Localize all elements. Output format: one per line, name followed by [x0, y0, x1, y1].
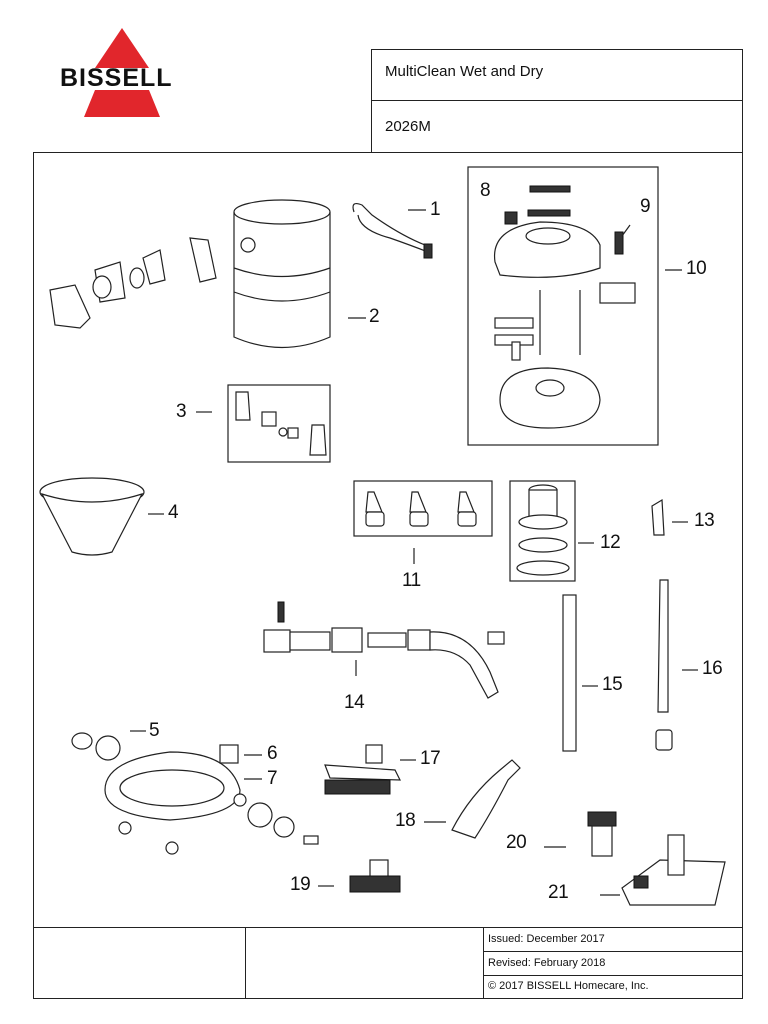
diagram-frame: [33, 152, 743, 999]
part-label-10: 10: [686, 258, 707, 279]
bissell-logo-triangle: [84, 28, 160, 117]
part-label-20: 20: [506, 832, 527, 853]
part-label-2: 2: [369, 306, 380, 327]
filter-bag-art: [39, 477, 145, 556]
part-label-1: 1: [430, 199, 441, 220]
part-label-17: 17: [420, 748, 441, 769]
part-label-13: 13: [694, 510, 715, 531]
motor-head-art: [493, 185, 636, 429]
part-label-12: 12: [600, 532, 621, 553]
hose-art: [263, 601, 505, 699]
part-label-7: 7: [267, 768, 278, 789]
base-art: [71, 732, 319, 855]
revised-date: Revised: February 2018: [488, 957, 606, 969]
cord-art: [352, 202, 433, 259]
inlet-parts-art: [49, 237, 217, 329]
part-label-11: 11: [402, 570, 421, 591]
part-label-21: 21: [548, 882, 569, 903]
copyright: © 2017 BISSELL Homecare, Inc.: [488, 980, 649, 992]
upholstery-nozzle-art: [451, 759, 521, 839]
extension-tube-art: [562, 594, 577, 752]
part-label-3: 3: [176, 401, 187, 422]
issued-date: Issued: December 2017: [488, 933, 605, 945]
floor-tool-art: [324, 744, 401, 795]
crevice-art: [651, 498, 665, 536]
footer-row-rule-1: [483, 951, 743, 952]
footer-divider-1: [245, 927, 246, 999]
nozzles-art: [365, 491, 477, 527]
part-label-16: 16: [702, 658, 723, 679]
filter-cartridge-art: [516, 484, 570, 576]
model-number: 2026M: [385, 118, 431, 135]
part-label-6: 6: [267, 743, 278, 764]
wand-art: [655, 579, 673, 751]
part-label-19: 19: [290, 874, 311, 895]
part-label-15: 15: [602, 674, 623, 695]
part-label-18: 18: [395, 810, 416, 831]
part-label-5: 5: [149, 720, 160, 741]
floor-head-art: [621, 834, 726, 906]
footer-divider-2: [483, 927, 484, 999]
filter-latch-art: [235, 391, 327, 456]
drum-art: [233, 199, 331, 349]
part-label-9: 9: [640, 196, 651, 217]
part-label-8: 8: [480, 180, 491, 201]
bissell-logo-text: BISSELL: [60, 64, 173, 92]
part-label-14: 14: [344, 692, 365, 713]
footer-row-rule-2: [483, 975, 743, 976]
part-label-4: 4: [168, 502, 179, 523]
product-name: MultiClean Wet and Dry: [385, 63, 544, 80]
brush-art: [349, 859, 401, 893]
footer-top-rule: [33, 927, 743, 928]
adapter-art: [587, 811, 617, 857]
